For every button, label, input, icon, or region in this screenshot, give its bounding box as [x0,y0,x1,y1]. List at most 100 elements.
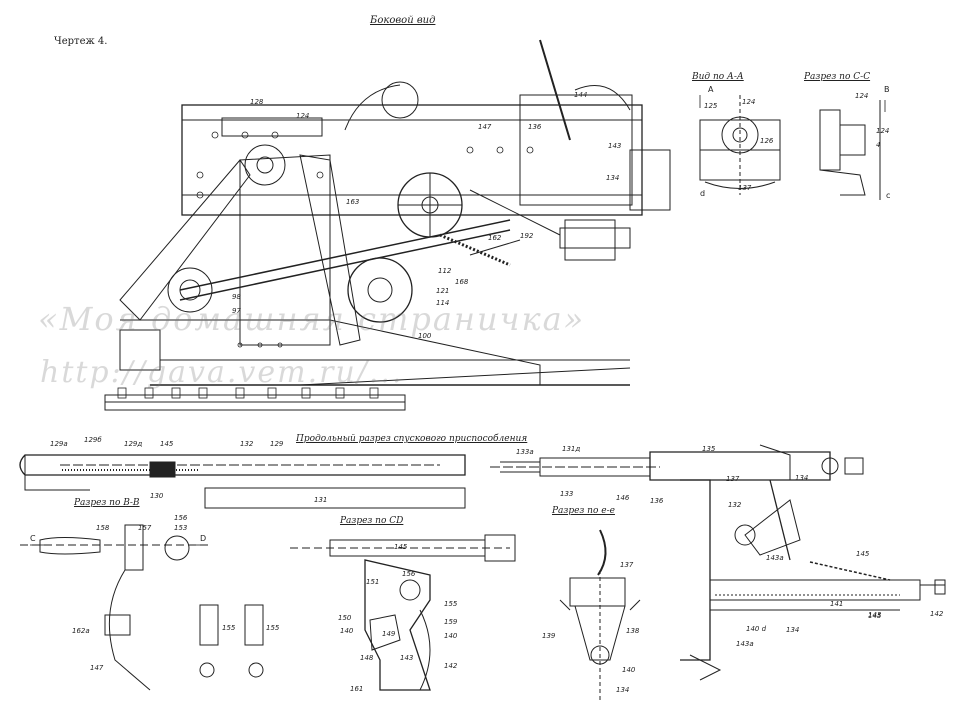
callout-longitudinal-9: 131д [562,445,580,453]
callout-mechanism-11: 145 [868,612,882,620]
callout-mechanism-6: 143 [868,611,881,619]
callout-longitudinal-0: 129а [50,440,68,448]
callout-side-1: 124 [296,112,309,120]
callout-section_b-0: 158 [96,524,110,532]
callout-detail_a-1: 124 [742,98,755,106]
callout-mechanism-1: 134 [795,474,808,482]
callout-mechanism-10: 143а [736,640,754,648]
callout-longitudinal-12: 135 [702,445,716,453]
callout-section_cd-1: 156 [402,570,416,578]
callout-side-0: 128 [250,98,264,106]
callout-side-10: 98 [232,293,241,301]
callout-section_e-2: 138 [626,627,640,635]
callout-longitudinal-10: 133 [560,490,573,498]
callout-section_b-5: 147 [90,664,104,672]
callout-section_cd-0: 145 [394,543,408,551]
callout-longitudinal-2: 129д [124,440,142,448]
section-b-title: Разрез по В-В [74,498,140,508]
axis-letter-0: C [30,534,36,543]
axis-letter-4: A [708,85,714,94]
watermark-title: «Моя домашняя страничка» [38,300,586,338]
callout-mechanism-7: 142 [930,610,944,618]
callout-side-15: 168 [455,278,469,286]
callout-longitudinal-7: 131 [314,496,327,504]
callout-side-11: 112 [438,267,452,275]
callout-section_cd-7: 140 [340,627,354,635]
callout-side-5: 143 [608,142,621,150]
callout-detail_c-0: 124 [855,92,868,100]
callout-side-3: 136 [528,123,542,131]
callout-section_cd-3: 150 [338,614,352,622]
callout-section_b-3: 153 [174,524,187,532]
callout-side-13: 114 [436,299,449,307]
callout-section_cd-6: 159 [444,618,458,626]
callout-section_cd-2: 155 [444,600,458,608]
section-cd-title: Разрез по CD [340,516,404,526]
callout-side-16: 192 [520,232,534,240]
callout-detail_a-2: 126 [760,137,774,145]
callout-section_cd-10: 143 [400,654,413,662]
view-title: Боковой вид [370,15,436,26]
callout-longitudinal-13: 136 [650,497,664,505]
callout-mechanism-5: 141 [830,600,843,608]
callout-mechanism-0: 137 [726,475,740,483]
callout-side-2: 147 [478,123,492,131]
callout-side-14: 100 [418,332,432,340]
callout-section_cd-8: 140 [444,632,458,640]
callout-longitudinal-8: 133а [516,448,534,456]
watermark-url: http://gava.vem.ru/... [40,355,404,390]
callout-detail_a-3: 137 [738,184,752,192]
callout-detail_c-1: 124 [876,127,889,135]
detail-section-c [819,100,881,200]
callout-section_e-1: 139 [542,632,556,640]
section-b-drawing [20,524,264,691]
axis-letter-5: B [884,85,890,94]
axis-letter-1: D [200,534,206,543]
callout-section_cd-5: 149 [382,630,396,638]
callout-section_cd-11: 142 [444,662,458,670]
section-c-title: Разрез по С-С [804,72,871,82]
section-e-title: Разрез по е-е [552,506,615,516]
longitudinal-title: Продольный разрез спускового приспособле… [296,434,528,444]
callout-section_b-4: 162а [72,627,90,635]
callout-side-7: 163 [346,198,359,206]
callout-labels: 128 124 147 136 144 143 134 163 162 97 98 112 121 114… [30,85,944,694]
callout-mechanism-3: 143а [766,554,784,562]
callout-longitudinal-6: 129 [270,440,284,448]
callout-section_cd-12: 161 [350,685,363,693]
trigger-mechanism-drawing [680,444,946,681]
view-a-title: Вид по А-А [692,72,744,82]
section-cd-drawing [290,534,516,691]
callout-detail_c-2: 4 [876,141,880,149]
side-view-drawing [104,39,671,411]
callout-section_b-7: 155 [266,624,280,632]
axis-letter-2: d [700,189,705,198]
callout-longitudinal-4: 130 [150,492,164,500]
callout-longitudinal-1: 129б [84,436,102,444]
callout-mechanism-2: 132 [728,501,742,509]
callout-side-9: 97 [232,307,241,315]
callout-side-12: 121 [436,287,449,295]
longitudinal-section-drawing [19,451,864,509]
detail-view-a [699,95,781,195]
callout-detail_a-0: 125 [704,102,718,110]
callout-longitudinal-11: 146 [616,494,630,502]
callout-section_cd-4: 151 [366,578,379,586]
callout-mechanism-8: 140 d [746,625,767,633]
callout-side-8: 162 [488,234,502,242]
callout-section_e-3: 140 [622,666,636,674]
axis-markers [30,95,886,546]
callout-section_b-1: 157 [138,524,152,532]
callout-side-6: 134 [606,174,619,182]
callout-section_b-2: 156 [174,514,188,522]
callout-section_cd-9: 148 [360,654,374,662]
callout-section_b-6: 155 [222,624,236,632]
callout-section_e-0: 137 [620,561,634,569]
callout-longitudinal-5: 132 [240,440,254,448]
callout-section_e-4: 134 [616,686,629,694]
sheet-label: Чертеж 4. [54,36,108,47]
section-e-drawing [559,529,641,700]
callout-side-4: 144 [574,91,587,99]
callout-longitudinal-3: 145 [160,440,174,448]
